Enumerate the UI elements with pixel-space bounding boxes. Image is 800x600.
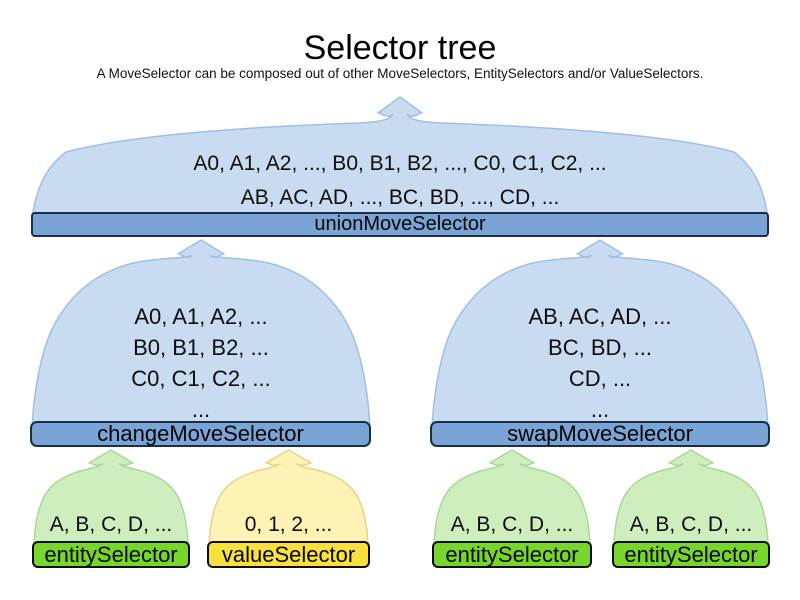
value-selector-label: valueSelector: [221, 541, 356, 567]
entity-selector-label: entitySelector: [44, 541, 178, 567]
entity2-cloud-line: A, B, C, D, ...: [450, 513, 574, 536]
page-subtitle: A MoveSelector can be composed out of ot…: [96, 66, 704, 81]
entity-selector-label: entitySelector: [445, 541, 579, 567]
swap-move-selector-label: swapMoveSelector: [507, 421, 693, 446]
entity1-cloud-line: A, B, C, D, ...: [49, 513, 173, 536]
swap-cloud-line: CD, ...: [568, 366, 632, 391]
value1-cloud-line: 0, 1, 2, ...: [244, 513, 333, 536]
union-move-selector-label: unionMoveSelector: [314, 213, 486, 235]
entity1-cloud-path: [33, 449, 189, 543]
swap-cloud-line: AB, AC, AD, ...: [528, 304, 672, 329]
entity3-cloud-arrow-shape: [613, 449, 769, 543]
value1-cloud-arrow-shape: [208, 449, 369, 543]
union-cloud-line: A0, A1, A2, ..., B0, B1, B2, ..., C0, C1…: [193, 152, 607, 175]
entity3-cloud-path: [613, 449, 769, 543]
swap-cloud-arrow-shape: [431, 239, 769, 429]
union-cloud-line: AB, AC, AD, ..., BC, BD, ..., CD, ...: [240, 186, 560, 209]
swap-move-selector-bar: swapMoveSelector: [430, 421, 770, 447]
page-title: Selector tree: [303, 29, 497, 67]
value-selector-bar: valueSelector: [207, 541, 370, 568]
change-cloud-line: C0, C1, C2, ...: [131, 366, 271, 391]
change-cloud-arrow-shape: [31, 239, 371, 429]
union-cloud-content: A0, A1, A2, ..., B0, B1, B2, ..., C0, C1…: [30, 147, 770, 215]
entity-selector-bar: entitySelector: [612, 541, 770, 568]
change-move-selector-bar: changeMoveSelector: [30, 421, 371, 447]
entity-selector-bar: entitySelector: [32, 541, 190, 568]
swap-cloud-line: BC, BD, ...: [548, 335, 652, 360]
value1-cloud-path: [208, 449, 369, 543]
change-cloud-line: B0, B1, B2, ...: [133, 335, 269, 360]
entity3-cloud-line: A, B, C, D, ...: [629, 513, 753, 536]
swap-cloud-content: AB, AC, AD, ... BC, BD, ... CD, ... ...: [430, 301, 770, 425]
swap-cloud-line: ...: [590, 397, 610, 422]
change-cloud-path: [31, 239, 371, 429]
union-move-selector-bar: unionMoveSelector: [31, 212, 769, 237]
swap-cloud-path: [431, 239, 769, 429]
change-cloud-line: A0, A1, A2, ...: [134, 304, 268, 329]
entity2-cloud-arrow-shape: [433, 449, 591, 543]
change-cloud-line: ...: [191, 397, 211, 422]
change-move-selector-label: changeMoveSelector: [97, 421, 304, 446]
entity2-cloud-path: [433, 449, 591, 543]
entity-selector-label: entitySelector: [624, 541, 758, 567]
entity-selector-bar: entitySelector: [432, 541, 592, 568]
union-cloud-arrow-shape: [31, 96, 769, 219]
entity1-cloud-arrow-shape: [33, 449, 189, 543]
union-cloud-path: [31, 96, 769, 219]
change-cloud-content: A0, A1, A2, ... B0, B1, B2, ... C0, C1, …: [30, 301, 372, 425]
